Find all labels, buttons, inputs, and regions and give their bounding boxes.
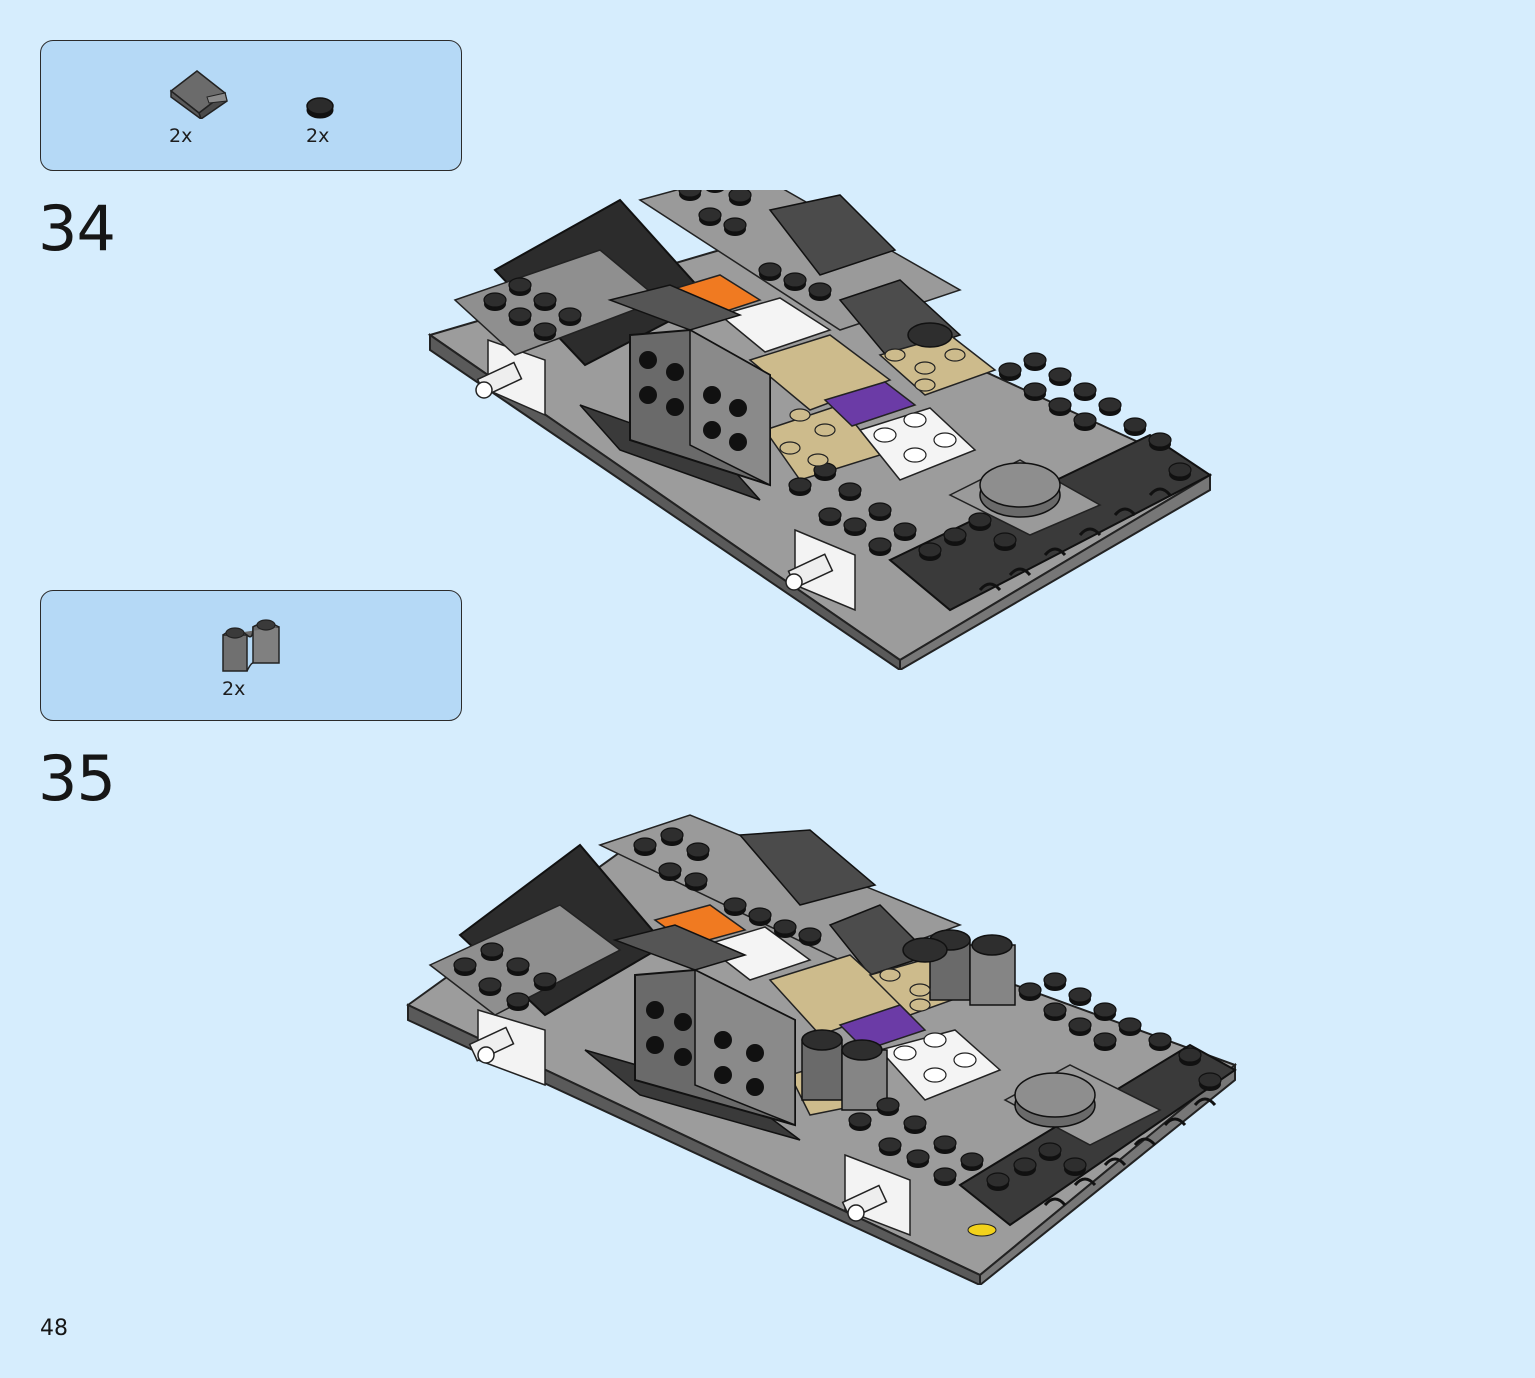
page-number: 48 [40, 1316, 68, 1341]
part-qty: 2x [222, 678, 246, 700]
step-34-model-illustration [427, 190, 1213, 670]
step-number: 34 [38, 192, 116, 265]
gray-slope-brick-icon [169, 70, 228, 119]
part-qty: 2x [169, 125, 193, 147]
black-round-tile-icon [306, 97, 334, 119]
gray-double-round-brick-icon [222, 619, 280, 672]
parts-callout-step-34: 2x 2x [40, 40, 462, 171]
step-number: 35 [38, 742, 116, 815]
parts-callout-step-35: 2x [40, 590, 462, 721]
part-qty: 2x [306, 125, 330, 147]
step-35-model-illustration [406, 814, 1237, 1285]
